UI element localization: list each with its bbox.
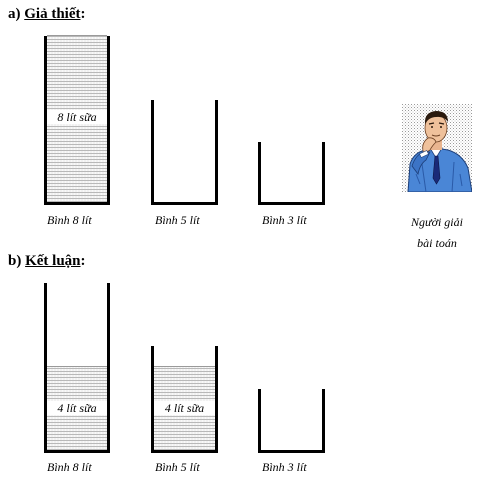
jug-8-liter-initial: 8 lít sữa	[44, 35, 110, 205]
caption-jug-8-liter-final: Bình 8 lít	[47, 460, 92, 474]
jug-5-liter-initial	[151, 100, 218, 205]
jug-5-liter-final: 4 lít sữa	[151, 346, 218, 453]
milk-label-5-liter-final: 4 lít sữa	[154, 401, 215, 415]
heading-given: a) Giả thiết:	[8, 6, 86, 22]
heading-conclusion: b) Kết luận:	[8, 253, 86, 269]
jug-3-liter-final	[258, 389, 325, 453]
person-caption-line-2: bài toán	[417, 236, 457, 250]
person-caption: Người giải bài toán	[395, 212, 479, 254]
caption-jug-5-liter-initial: Bình 5 lít	[155, 213, 200, 227]
milk-label-8-liter: 8 lít sữa	[47, 110, 107, 124]
heading-conclusion-title: Kết luận	[25, 253, 81, 269]
thinking-man-icon	[402, 104, 472, 192]
caption-jug-8-liter-initial: Bình 8 lít	[47, 213, 92, 227]
jug-3-liter-initial	[258, 142, 325, 205]
caption-jug-3-liter-initial: Bình 3 lít	[262, 213, 307, 227]
heading-given-title: Giả thiết	[24, 6, 81, 22]
person-caption-line-1: Người giải	[411, 215, 463, 229]
milk-label-8-liter-final: 4 lít sữa	[47, 401, 107, 415]
caption-jug-3-liter-final: Bình 3 lít	[262, 460, 307, 474]
jug-8-liter-final: 4 lít sữa	[44, 283, 110, 453]
caption-jug-5-liter-final: Bình 5 lít	[155, 460, 200, 474]
